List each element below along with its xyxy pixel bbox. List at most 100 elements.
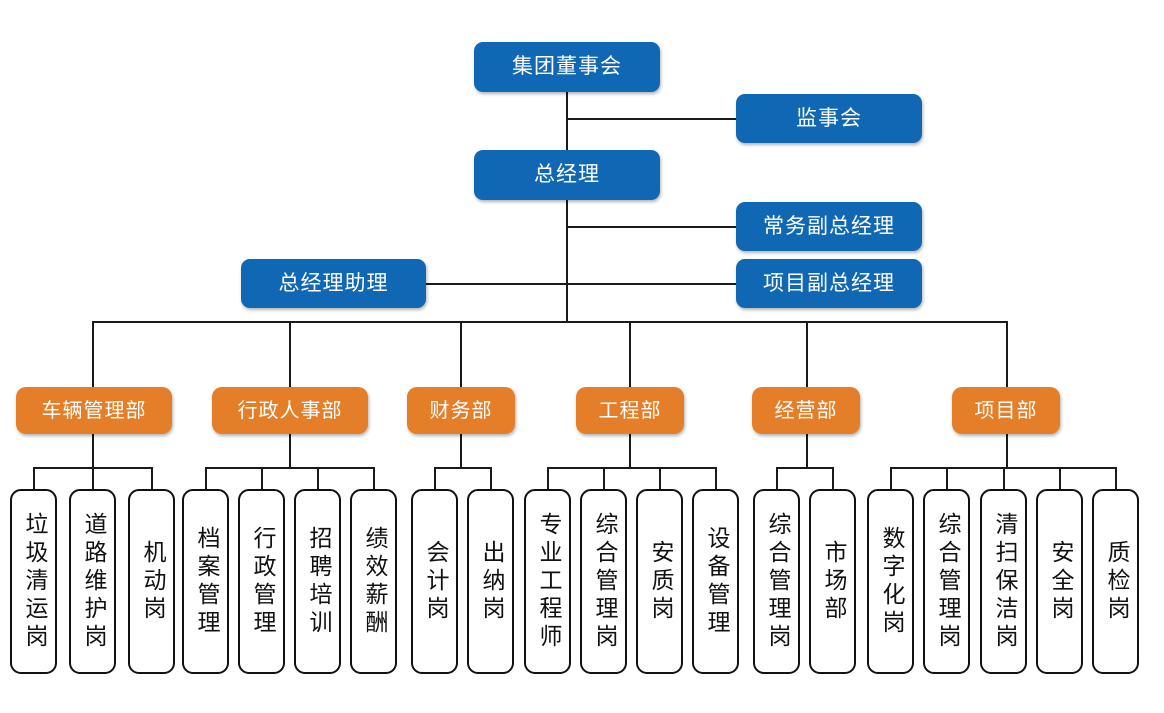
leaf-position-label: 专业工程师 bbox=[535, 511, 561, 652]
leaf-position[interactable]: 质检岗 bbox=[1092, 489, 1139, 674]
connector-dept-6-down bbox=[1006, 433, 1008, 468]
leaf-position-label: 综合管理岗 bbox=[934, 511, 960, 652]
leaf-position-label: 安质岗 bbox=[647, 539, 673, 624]
leaf-position[interactable]: 数字化岗 bbox=[867, 489, 914, 674]
connector-dept-2-down bbox=[289, 433, 291, 468]
connector-gm-to-exec-deputy bbox=[566, 226, 736, 228]
node-project-deputy-gm[interactable]: 项目副总经理 bbox=[736, 259, 922, 308]
connector-leaf-stem-9 bbox=[490, 467, 492, 489]
leaf-position[interactable]: 招聘培训 bbox=[294, 489, 341, 674]
node-department-project[interactable]: 项目部 bbox=[952, 387, 1060, 434]
leaf-position[interactable]: 安质岗 bbox=[636, 489, 683, 674]
node-department-admin-hr[interactable]: 行政人事部 bbox=[212, 387, 368, 434]
leaf-position-label: 会计岗 bbox=[422, 539, 448, 624]
node-board-label: 集团董事会 bbox=[512, 55, 622, 79]
leaf-position[interactable]: 档案管理 bbox=[182, 489, 229, 674]
connector-dept-4-down bbox=[629, 433, 631, 468]
leaf-position-label: 综合管理岗 bbox=[764, 511, 790, 652]
leaf-position[interactable]: 综合管理岗 bbox=[753, 489, 800, 674]
node-gm-assistant[interactable]: 总经理助理 bbox=[241, 259, 426, 308]
leaf-position[interactable]: 专业工程师 bbox=[524, 489, 571, 674]
connector-gm-to-project-deputy bbox=[566, 283, 736, 285]
leaf-position-label: 安全岗 bbox=[1047, 539, 1073, 624]
leaf-position-label: 机动岗 bbox=[139, 539, 165, 624]
leaf-position-label: 清扫保洁岗 bbox=[991, 511, 1017, 652]
node-department-label: 车辆管理部 bbox=[41, 399, 147, 422]
leaf-position-label: 综合管理岗 bbox=[591, 511, 617, 652]
connector-bus-to-dept-1 bbox=[92, 321, 94, 387]
leaf-position[interactable]: 市场部 bbox=[809, 489, 856, 674]
leaf-position[interactable]: 出纳岗 bbox=[467, 489, 514, 674]
connector-sub-bus-2 bbox=[205, 467, 373, 469]
leaf-position-label: 道路维护岗 bbox=[80, 511, 106, 652]
node-supervisory-board[interactable]: 监事会 bbox=[736, 94, 922, 143]
node-exec-deputy-gm-label: 常务副总经理 bbox=[763, 214, 895, 238]
connector-leaf-stem-3 bbox=[151, 467, 153, 489]
node-supervisory-board-label: 监事会 bbox=[796, 106, 862, 130]
connector-leaf-stem-2 bbox=[92, 467, 94, 489]
node-department-label: 行政人事部 bbox=[237, 399, 343, 422]
node-department-finance[interactable]: 财务部 bbox=[407, 387, 515, 434]
connector-bus-to-dept-2 bbox=[289, 321, 291, 387]
connector-leaf-stem-6 bbox=[317, 467, 319, 489]
connector-leaf-stem-11 bbox=[603, 467, 605, 489]
leaf-position-label: 行政管理 bbox=[249, 525, 275, 638]
leaf-position[interactable]: 安全岗 bbox=[1036, 489, 1083, 674]
node-gm-assistant-label: 总经理助理 bbox=[278, 271, 389, 295]
connector-department-bus bbox=[93, 321, 1007, 323]
connector-bus-to-dept-5 bbox=[806, 321, 808, 387]
node-general-manager[interactable]: 总经理 bbox=[474, 150, 660, 200]
node-department-vehicle-management[interactable]: 车辆管理部 bbox=[16, 387, 172, 434]
connector-bus-to-dept-6 bbox=[1006, 321, 1008, 387]
connector-dept-3-down bbox=[460, 433, 462, 468]
leaf-position[interactable]: 综合管理岗 bbox=[923, 489, 970, 674]
node-department-engineering[interactable]: 工程部 bbox=[576, 387, 684, 434]
connector-leaf-stem-13 bbox=[715, 467, 717, 489]
connector-leaf-stem-17 bbox=[946, 467, 948, 489]
connector-bus-to-dept-4 bbox=[629, 321, 631, 387]
node-general-manager-label: 总经理 bbox=[534, 163, 600, 187]
connector-dept-5-down bbox=[806, 433, 808, 468]
node-department-label: 项目部 bbox=[974, 399, 1038, 422]
node-project-deputy-gm-label: 项目副总经理 bbox=[763, 271, 895, 295]
connector-board-to-gm bbox=[566, 92, 568, 150]
leaf-position-label: 档案管理 bbox=[193, 525, 219, 638]
connector-leaf-stem-15 bbox=[832, 467, 834, 489]
connector-gm-to-assistant bbox=[425, 283, 567, 285]
leaf-position-label: 质检岗 bbox=[1103, 539, 1129, 624]
node-department-label: 经营部 bbox=[774, 399, 838, 422]
leaf-position[interactable]: 绩效薪酬 bbox=[350, 489, 397, 674]
leaf-position-label: 垃圾清运岗 bbox=[21, 511, 47, 652]
connector-leaf-stem-8 bbox=[434, 467, 436, 489]
leaf-position[interactable]: 综合管理岗 bbox=[580, 489, 627, 674]
connector-leaf-stem-12 bbox=[659, 467, 661, 489]
node-department-operations[interactable]: 经营部 bbox=[752, 387, 860, 434]
connector-leaf-stem-14 bbox=[776, 467, 778, 489]
connector-leaf-stem-20 bbox=[1115, 467, 1117, 489]
node-department-label: 工程部 bbox=[598, 399, 662, 422]
connector-leaf-stem-7 bbox=[373, 467, 375, 489]
connector-leaf-stem-16 bbox=[890, 467, 892, 489]
leaf-position[interactable]: 会计岗 bbox=[411, 489, 458, 674]
node-board[interactable]: 集团董事会 bbox=[474, 42, 660, 92]
leaf-position-label: 绩效薪酬 bbox=[361, 525, 387, 638]
node-department-label: 财务部 bbox=[429, 399, 493, 422]
node-exec-deputy-gm[interactable]: 常务副总经理 bbox=[736, 202, 922, 251]
leaf-position[interactable]: 设备管理 bbox=[692, 489, 739, 674]
leaf-position-label: 设备管理 bbox=[703, 525, 729, 638]
connector-board-to-supervisory bbox=[566, 118, 736, 120]
connector-leaf-stem-10 bbox=[547, 467, 549, 489]
leaf-position[interactable]: 道路维护岗 bbox=[69, 489, 116, 674]
connector-leaf-stem-4 bbox=[205, 467, 207, 489]
leaf-position-label: 出纳岗 bbox=[478, 539, 504, 624]
leaf-position[interactable]: 清扫保洁岗 bbox=[980, 489, 1027, 674]
connector-leaf-stem-18 bbox=[1003, 467, 1005, 489]
leaf-position-label: 招聘培训 bbox=[305, 525, 331, 638]
leaf-position[interactable]: 垃圾清运岗 bbox=[10, 489, 57, 674]
leaf-position[interactable]: 行政管理 bbox=[238, 489, 285, 674]
leaf-position[interactable]: 机动岗 bbox=[128, 489, 175, 674]
connector-leaf-stem-5 bbox=[261, 467, 263, 489]
connector-sub-bus-5 bbox=[776, 467, 833, 469]
connector-bus-to-dept-3 bbox=[460, 321, 462, 387]
